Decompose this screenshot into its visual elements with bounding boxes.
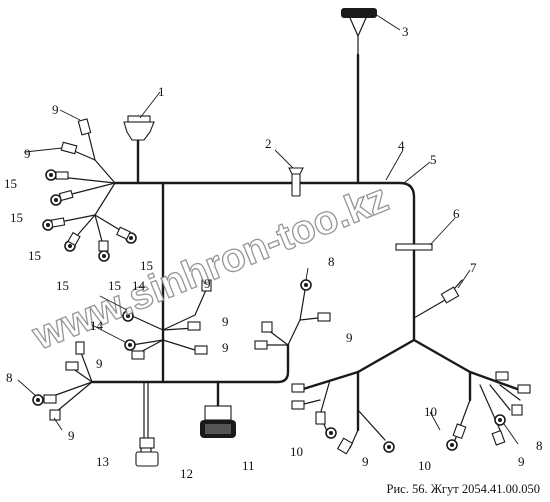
callout-10-a: 10 (290, 444, 303, 459)
callout-15-b: 15 (10, 210, 23, 225)
lower-right-terminals (291, 371, 531, 455)
callout-labels: 1 2 3 4 5 6 7 8 8 8 9 9 9 9 9 9 9 9 9 9 … (4, 24, 543, 481)
grommet-2 (288, 167, 304, 197)
callout-6: 6 (453, 206, 460, 221)
callout-9-center-mid: 9 (222, 314, 229, 329)
callout-5: 5 (430, 152, 437, 167)
figure-caption: Рис. 56. Жгут 2054.41.00.050 (386, 482, 540, 496)
middle-right-branches (254, 279, 331, 350)
callout-12: 12 (180, 466, 193, 481)
callout-2: 2 (265, 136, 272, 151)
callout-9-leftmid: 9 (96, 356, 103, 371)
connector-11 (200, 380, 236, 438)
callout-1: 1 (158, 84, 165, 99)
left-upper-branches (42, 118, 137, 262)
callout-15-e: 15 (108, 278, 121, 293)
callout-3: 3 (402, 24, 409, 39)
callout-4: 4 (398, 138, 405, 153)
sensor-7 (440, 279, 463, 304)
left-lower-branches (32, 341, 93, 421)
leader-lines (17, 13, 519, 445)
callout-9-bottom-a: 9 (362, 454, 369, 469)
callout-14-b: 14 (90, 318, 104, 333)
harness-trunk (90, 53, 522, 432)
connector-3 (341, 8, 377, 56)
callout-9-lowerleft: 9 (68, 428, 75, 443)
callout-9-center-top: 9 (204, 276, 211, 291)
callout-7: 7 (470, 260, 477, 275)
callout-15-a: 15 (4, 176, 17, 191)
callout-9-center-low: 9 (222, 340, 229, 355)
callout-15-d: 15 (56, 278, 69, 293)
callout-8-left: 8 (6, 370, 13, 385)
watermark: www.sinhron-too.kz (26, 176, 394, 359)
relay-12-13 (135, 381, 159, 467)
callout-9: 9 (52, 102, 59, 117)
callout-14-a: 14 (132, 278, 146, 293)
connector-1 (123, 115, 155, 141)
clamp-6 (395, 243, 433, 251)
callout-11: 11 (242, 458, 255, 473)
callout-9-mid-right: 9 (346, 330, 353, 345)
callout-15-c: 15 (28, 248, 41, 263)
callout-15-f: 15 (140, 258, 153, 273)
callout-9-left: 9 (24, 146, 31, 161)
callout-13: 13 (96, 454, 109, 469)
callout-10-c: 10 (424, 404, 437, 419)
callout-10-b: 10 (418, 458, 431, 473)
callout-9-bottom-b: 9 (518, 454, 525, 469)
center-branches (122, 279, 212, 360)
callout-8-right: 8 (536, 438, 543, 453)
callout-8: 8 (328, 254, 335, 269)
